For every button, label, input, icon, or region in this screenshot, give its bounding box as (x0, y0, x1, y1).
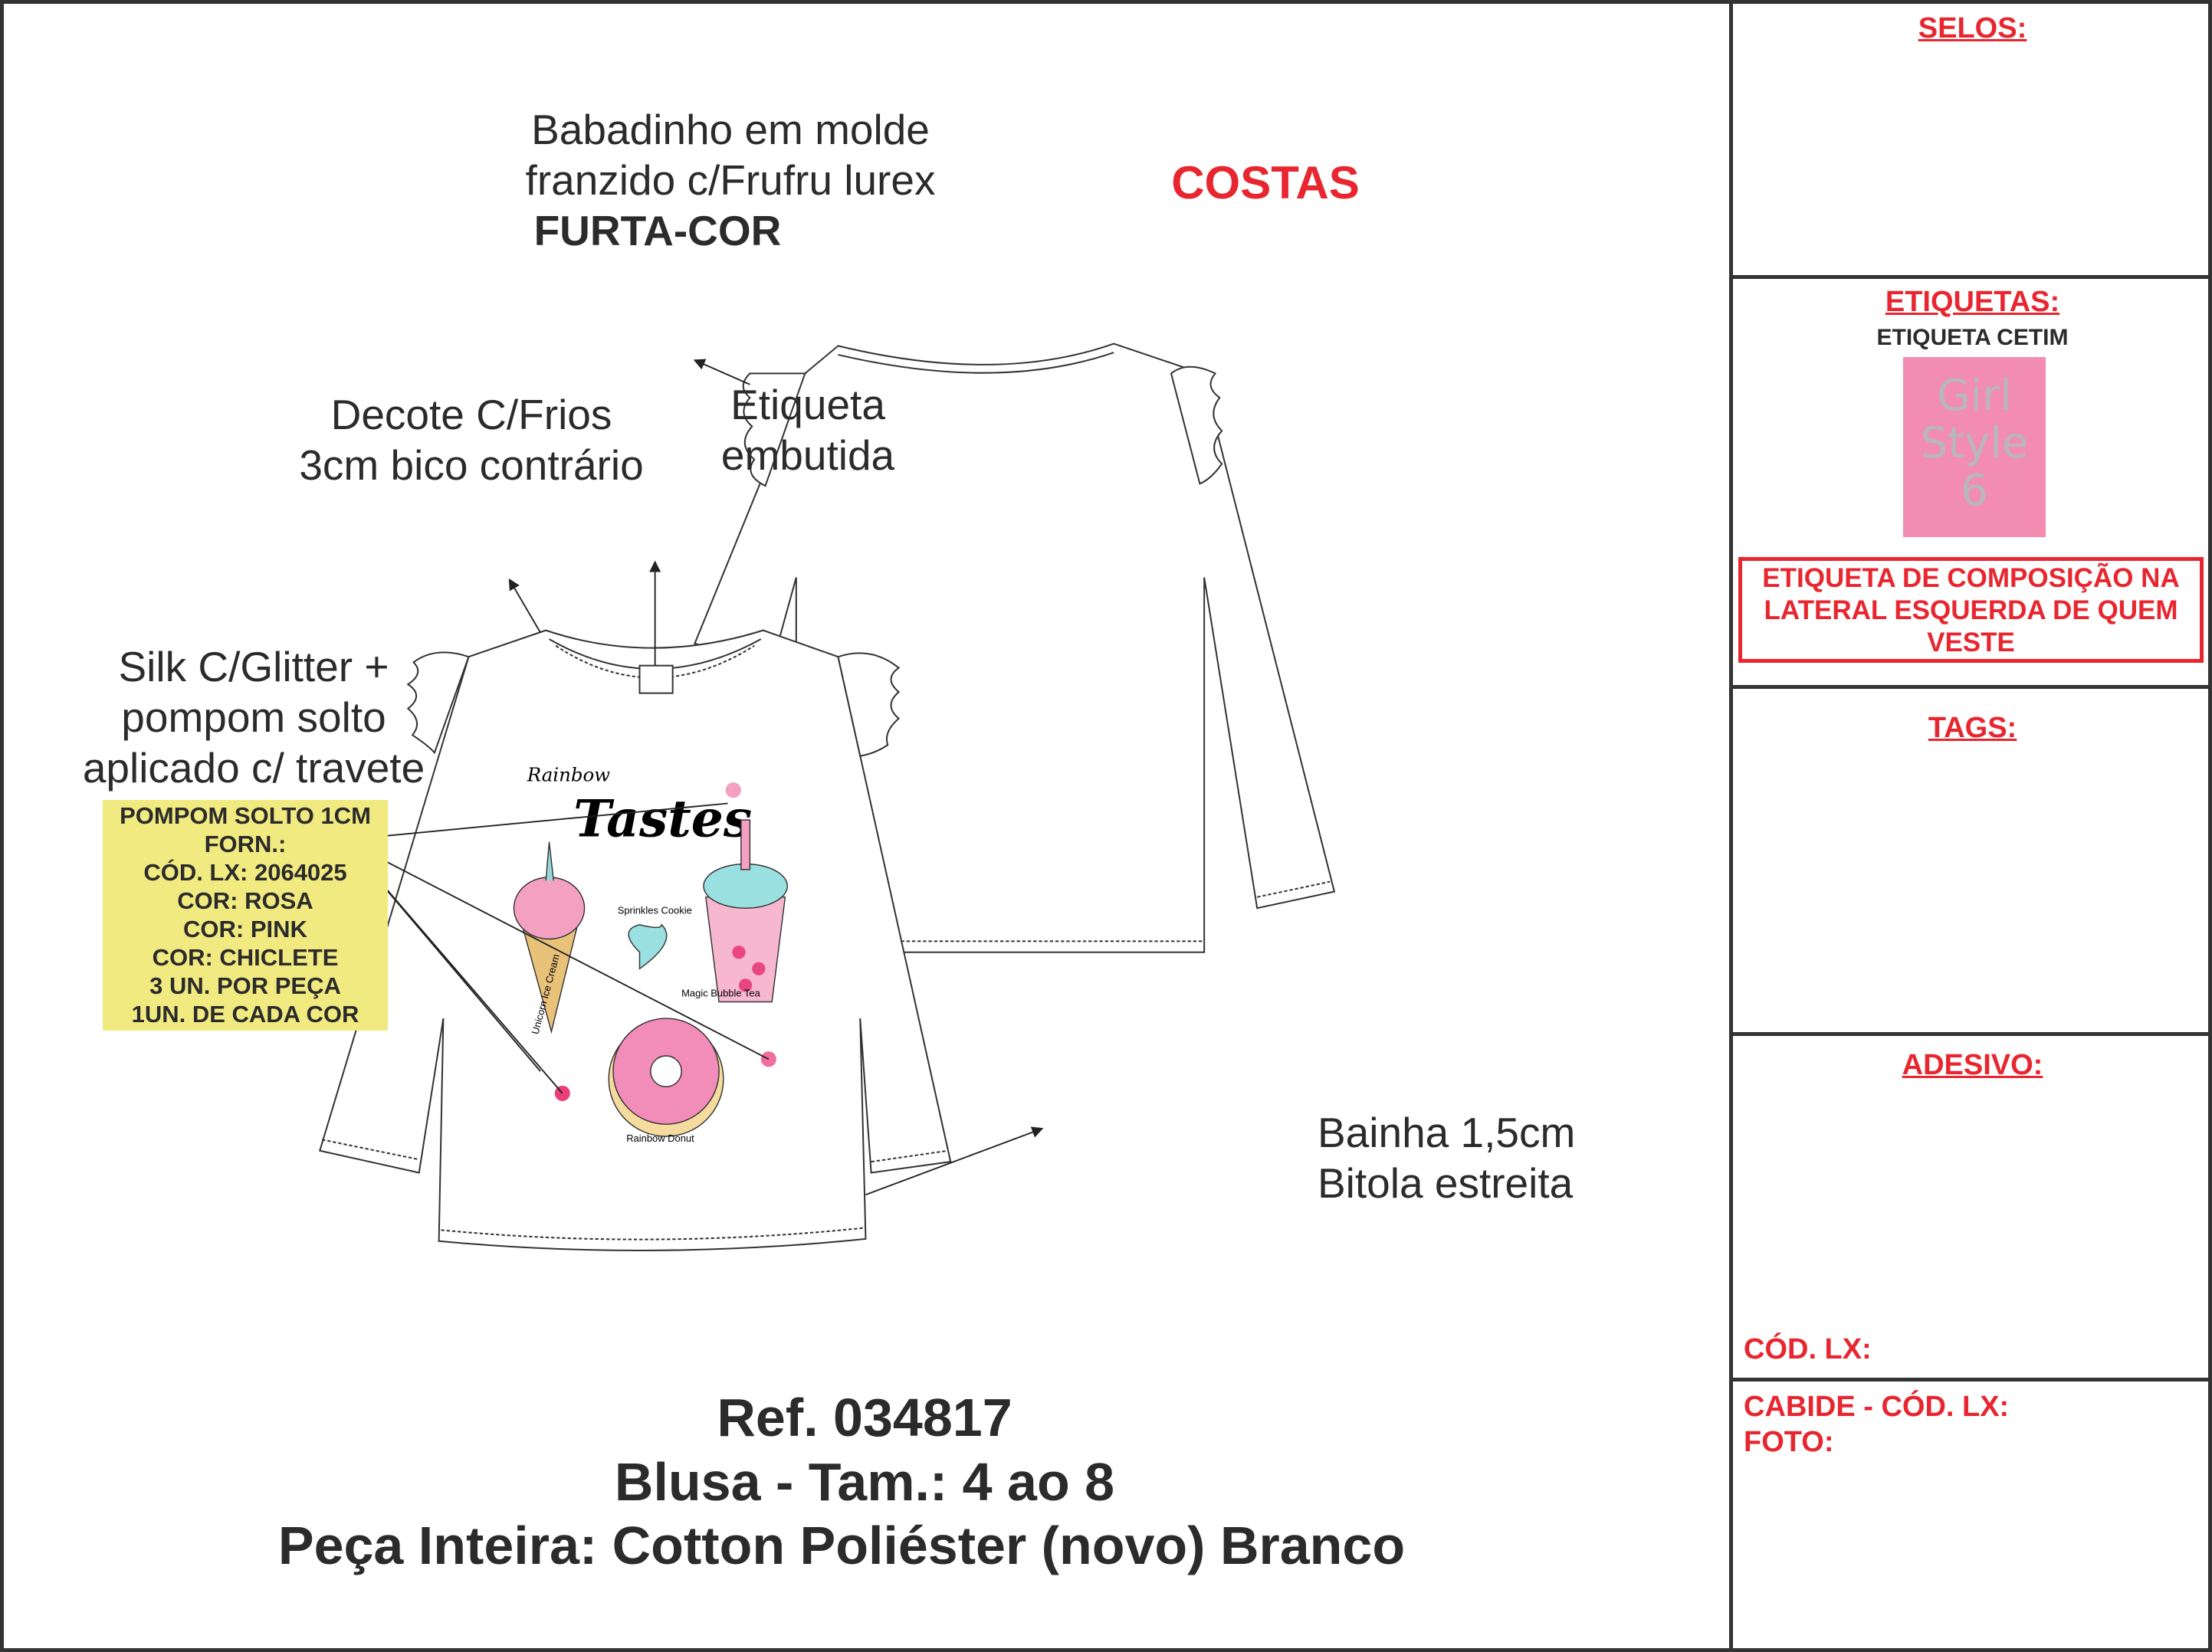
hem-callout: Bainha 1,5cm Bitola estreita (1318, 1107, 1575, 1208)
product-name: Blusa - Tam.: 4 ao 8 (614, 1452, 1115, 1512)
product-ref: Ref. 034817 (717, 1388, 1012, 1447)
callout-line-bold: FURTA-COR (533, 207, 782, 254)
callout-line: franzido c/Frufru lurex (525, 156, 936, 204)
callout-line: 3cm bico contrário (299, 441, 644, 489)
label-text: Style (1920, 418, 2029, 468)
svg-text:Rainbow Donut: Rainbow Donut (626, 1132, 694, 1144)
foto-label: FOTO: (1744, 1426, 1834, 1458)
section-divider (1729, 685, 2212, 689)
svg-text:Magic Bubble Tea: Magic Bubble Tea (681, 987, 760, 998)
back-view-title: COSTAS (1171, 157, 1360, 208)
ruffle-callout: Babadinho em molde franzido c/Frufru lur… (526, 104, 936, 256)
etiquetas-heading: ETIQUETAS: (1885, 286, 2060, 318)
label-text: Girl (1937, 371, 2012, 421)
product-fabric: Peça Inteira: Cotton Poliéster (novo) Br… (277, 1516, 1406, 1575)
etiqueta-type: ETIQUETA CETIM (1876, 325, 2069, 350)
adesivo-heading: ADESIVO: (1902, 1049, 2043, 1081)
spec-line: POMPOM SOLTO 1CM (120, 802, 371, 829)
callout-line: aplicado c/ travete (82, 744, 425, 792)
callout-line: Etiqueta (730, 381, 885, 428)
spec-line: CÓD. LX: 2064025 (143, 859, 347, 886)
callout-line: Babadinho em molde (531, 106, 930, 153)
satin-label-image: Girl Style 6 (1903, 357, 2046, 537)
svg-text:Sprinkles Cookie: Sprinkles Cookie (618, 904, 692, 916)
neckline-callout: Decote C/Frios 3cm bico contrário (299, 389, 643, 490)
print-callout: Silk C/Glitter + pompom solto aplicado c… (83, 641, 425, 793)
cod-lx-label: CÓD. LX: (1744, 1333, 1872, 1365)
panel-divider (1729, 0, 1733, 1652)
tags-heading: TAGS: (1928, 712, 2017, 744)
spec-line: 3 UN. POR PEÇA (149, 972, 341, 999)
spec-line: FORN.: (204, 831, 287, 857)
composition-note: ETIQUETA DE COMPOSIÇÃO NA LATERAL ESQUER… (1738, 557, 2204, 663)
callout-line: Decote C/Frios (330, 391, 612, 438)
spec-line: 1UN. DE CADA COR (131, 1001, 359, 1028)
svg-text:Rainbow: Rainbow (527, 764, 610, 786)
section-divider (1729, 1032, 2212, 1036)
spec-line: COR: CHICLETE (152, 944, 339, 971)
label-callout: Etiqueta embutida (721, 379, 894, 480)
section-divider (1729, 1378, 2212, 1382)
callout-line: Bitola estreita (1318, 1159, 1574, 1207)
pompom-spec-box: POMPOM SOLTO 1CM FORN.: CÓD. LX: 2064025… (103, 800, 388, 1031)
callout-arrows (343, 359, 1044, 1196)
callout-line: Bainha 1,5cm (1318, 1109, 1576, 1156)
callout-line: Silk C/Glitter + (118, 643, 389, 690)
callout-line: embutida (720, 431, 895, 479)
spec-line: COR: PINK (183, 916, 307, 942)
callout-line: pompom solto (121, 693, 386, 741)
selos-heading: SELOS: (1918, 12, 2027, 44)
garment-drawing: Rainbow Tastes Unicorn Ice Cream Magic B… (318, 343, 1336, 1251)
svg-text:Tastes: Tastes (573, 789, 752, 849)
label-text: 6 (1961, 466, 1988, 516)
cabide-label: CABIDE - CÓD. LX: (1744, 1391, 2010, 1423)
spec-line: COR: ROSA (177, 887, 313, 914)
section-divider (1729, 275, 2212, 279)
